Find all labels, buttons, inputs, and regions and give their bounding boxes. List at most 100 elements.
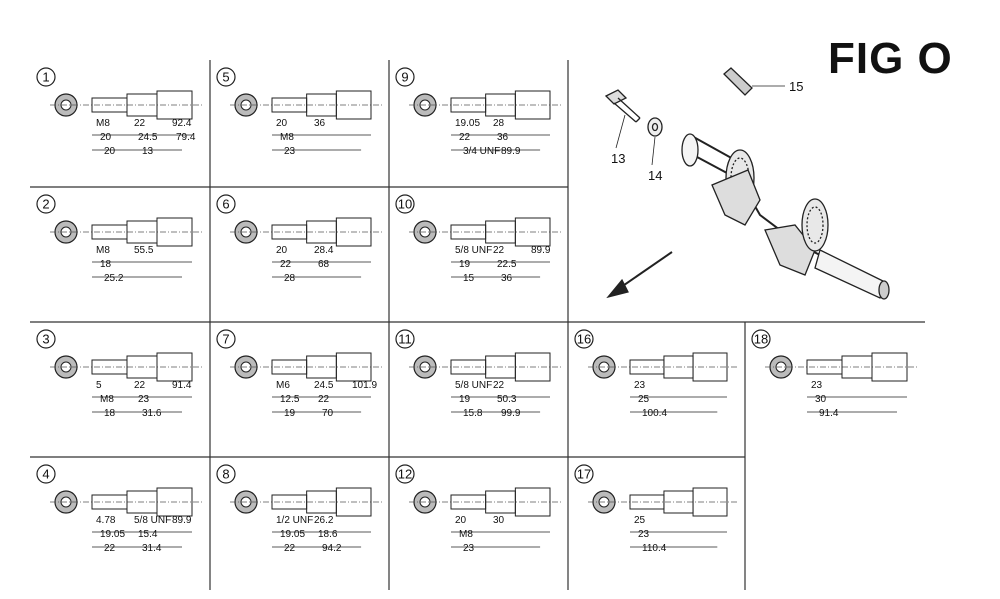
callout-number-text: 12 bbox=[398, 467, 412, 482]
part-number-14: 14 bbox=[648, 168, 662, 183]
figure-title: FIG O bbox=[828, 34, 953, 83]
callout-number: 11 bbox=[395, 329, 415, 349]
dimension-label: 19.05 bbox=[100, 529, 125, 540]
dimension-label: 26.2 bbox=[314, 515, 334, 526]
dimension-label: 22 bbox=[493, 245, 505, 256]
dimension-label: 5 bbox=[96, 380, 102, 391]
dimension-label: 28 bbox=[493, 118, 505, 129]
dimension-label: M8 bbox=[96, 245, 110, 256]
dimension-label: 94.2 bbox=[322, 543, 342, 554]
dimension-label: 22 bbox=[280, 259, 292, 270]
dimension-label: M6 bbox=[276, 380, 290, 391]
callout-number-text: 10 bbox=[398, 197, 412, 212]
dimension-label: 1/2 UNF bbox=[276, 515, 313, 526]
dimension-label: 28 bbox=[284, 273, 296, 284]
shaft-profile bbox=[271, 352, 372, 413]
shaft-profile bbox=[450, 217, 551, 278]
dimension-label: 24.5 bbox=[138, 132, 158, 143]
dimension-label: 91.4 bbox=[172, 380, 192, 391]
dimension-label: 12.5 bbox=[280, 394, 300, 405]
callout-number: 16 bbox=[574, 329, 594, 349]
callout-number: 2 bbox=[36, 194, 56, 214]
dimension-label: 23 bbox=[463, 543, 475, 554]
dimension-label: 22 bbox=[459, 132, 471, 143]
cell-diagram-8: 8 1/2 UNF 19.05 22 26.2 18.6 94.2 bbox=[216, 464, 383, 554]
dimension-label: 15.4 bbox=[138, 529, 158, 540]
callout-number-text: 5 bbox=[222, 70, 229, 85]
callout-number: 7 bbox=[216, 329, 236, 349]
dimension-label: 25 bbox=[634, 515, 646, 526]
dimension-label: 25.2 bbox=[104, 273, 124, 284]
shaft-profile bbox=[450, 487, 551, 548]
callout-number: 3 bbox=[36, 329, 56, 349]
dimension-label: M8 bbox=[96, 118, 110, 129]
dimension-label: 19 bbox=[459, 394, 471, 405]
shaft-profile bbox=[450, 352, 551, 413]
callout-number-text: 1 bbox=[42, 70, 49, 85]
dimension-label: 5/8 UNF bbox=[134, 515, 171, 526]
part-number-13: 13 bbox=[611, 151, 625, 166]
dimension-label: 20 bbox=[455, 515, 467, 526]
key-part bbox=[723, 67, 753, 96]
callout-number-text: 2 bbox=[42, 197, 49, 212]
dimension-label: 68 bbox=[318, 259, 330, 270]
dimension-label: 19.05 bbox=[280, 529, 305, 540]
crankshaft-illustration bbox=[604, 67, 890, 300]
dimension-label: 18.6 bbox=[318, 529, 338, 540]
dimension-label: 22 bbox=[104, 543, 116, 554]
shaft-profile bbox=[91, 217, 193, 278]
dimension-label: 18 bbox=[104, 408, 116, 419]
dimension-label: 23 bbox=[638, 529, 650, 540]
dimension-label: 50.3 bbox=[497, 394, 517, 405]
dimension-label: 28.4 bbox=[314, 245, 334, 256]
dimension-label: 22.5 bbox=[497, 259, 517, 270]
dimension-label: 89.9 bbox=[501, 146, 521, 157]
callout-number-text: 16 bbox=[577, 332, 591, 347]
bolt-part bbox=[604, 89, 641, 123]
dimension-label: 36 bbox=[497, 132, 509, 143]
callout-number-text: 9 bbox=[401, 70, 408, 85]
callout-number: 10 bbox=[395, 194, 415, 214]
callout-number: 12 bbox=[395, 464, 415, 484]
shaft-profile bbox=[271, 90, 372, 151]
dimension-label: 36 bbox=[501, 273, 513, 284]
callout-number-text: 11 bbox=[398, 332, 412, 347]
grid-lines bbox=[30, 60, 925, 590]
callout-number: 1 bbox=[36, 67, 56, 87]
dimension-label: 20 bbox=[104, 146, 116, 157]
callout-number-text: 8 bbox=[222, 467, 229, 482]
dimension-label: 99.9 bbox=[501, 408, 521, 419]
dimension-label: 19.05 bbox=[455, 118, 480, 129]
dimension-label: 89.9 bbox=[172, 515, 192, 526]
dimension-label: 22 bbox=[284, 543, 296, 554]
shaft-profile bbox=[271, 217, 372, 278]
callout-number-text: 18 bbox=[754, 332, 768, 347]
dimension-label: 4.78 bbox=[96, 515, 116, 526]
dimension-label: 23 bbox=[138, 394, 150, 405]
callout-number: 8 bbox=[216, 464, 236, 484]
callout-number-text: 3 bbox=[42, 332, 49, 347]
dimension-label: M8 bbox=[280, 132, 294, 143]
dimension-label: 13 bbox=[142, 146, 154, 157]
dimension-label: 23 bbox=[811, 380, 823, 391]
shaft-profile bbox=[91, 352, 193, 413]
part-number-15: 15 bbox=[789, 79, 803, 94]
callout-number: 9 bbox=[395, 67, 415, 87]
washer-part bbox=[647, 117, 663, 137]
dimension-label: 30 bbox=[815, 394, 827, 405]
dimension-label: 70 bbox=[322, 408, 334, 419]
dimension-label: 91.4 bbox=[819, 408, 839, 419]
dimension-label: 23 bbox=[284, 146, 296, 157]
dimension-label: 23 bbox=[634, 380, 646, 391]
dimension-label: M8 bbox=[100, 394, 114, 405]
